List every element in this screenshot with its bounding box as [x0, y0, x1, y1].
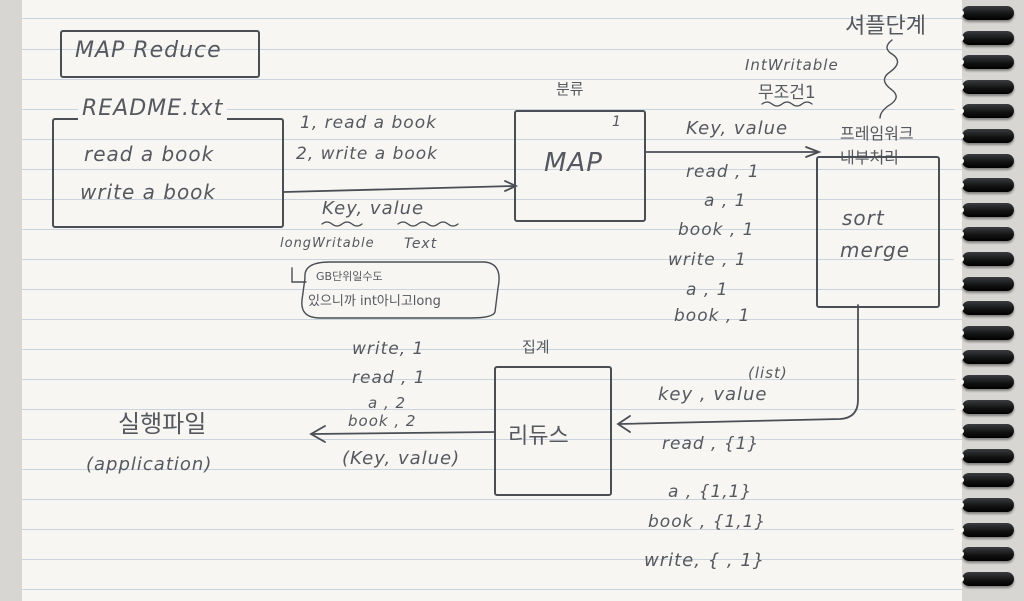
- map-pair-3: book , 1: [678, 220, 755, 240]
- spiral-coil: [954, 276, 1014, 291]
- spiral-coil: [954, 498, 1014, 512]
- input-record-1: 1, read a book: [300, 113, 437, 133]
- note-bubble: [301, 261, 500, 319]
- reducer-box: [494, 366, 612, 496]
- framework-step-1: sort: [842, 206, 885, 230]
- note-line-2: 있으니까 int아니고long: [308, 294, 441, 309]
- input-value-type: Text: [404, 236, 438, 252]
- spiral-coil: [954, 448, 1014, 463]
- spiral-coil: [954, 79, 1014, 94]
- reducer-above-label: 집계: [522, 338, 550, 356]
- map-out-note: 무조건1: [758, 83, 816, 103]
- map-pair-6: book , 1: [674, 306, 751, 326]
- reducer-output-3: a , 2: [368, 394, 407, 412]
- note-line-1: GB단위일수도: [316, 270, 383, 283]
- spiral-doodle: [879, 39, 899, 119]
- reduce-pair-4: write, { , 1}: [644, 550, 766, 571]
- map-box: [514, 110, 646, 222]
- shuffle-stage-label: 셔플단계: [845, 14, 926, 39]
- spiral-coil: [954, 350, 1014, 365]
- map-box-corner: 1: [612, 114, 622, 130]
- map-above-label: 분류: [556, 80, 584, 98]
- arrow-framework-to-reducer: [619, 304, 859, 425]
- framework-box: [816, 156, 940, 308]
- spiral-coil: [954, 153, 1014, 168]
- reducer-output-2: read , 1: [352, 368, 426, 388]
- framework-label-1: 프레임워크: [840, 124, 914, 143]
- reduce-pair-1: read , {1}: [662, 434, 760, 454]
- spiral-coil: [954, 547, 1014, 562]
- map-box-label: MAP: [544, 148, 603, 178]
- squiggle-value: [397, 221, 459, 227]
- map-pair-4: write , 1: [668, 250, 747, 270]
- input-file-box: [52, 118, 284, 228]
- input-file-line-2: write a book: [80, 180, 217, 204]
- input-file-line-1: read a book: [84, 142, 215, 166]
- spiral-coil: [954, 252, 1014, 266]
- reduce-list-note: (list): [748, 364, 788, 382]
- input-file-name: README.txt: [78, 96, 228, 121]
- map-pair-1: read , 1: [686, 162, 760, 182]
- input-record-2: 2, write a book: [296, 144, 439, 164]
- reduce-pair-2: a , {1,1}: [668, 482, 753, 502]
- spiral-coil: [954, 424, 1014, 439]
- spiral-coil: [954, 227, 1014, 242]
- reducer-box-label: 리듀스: [508, 424, 569, 449]
- spiral-coil: [954, 399, 1014, 414]
- spiral-coil: [954, 301, 1014, 316]
- spiral-coil: [954, 571, 1014, 586]
- spiral-coil: [954, 104, 1014, 119]
- spiral-coil: [954, 178, 1014, 193]
- reduce-input-label: key , value: [658, 384, 768, 405]
- spiral-coil: [954, 30, 1014, 45]
- reduce-pair-3: book , {1,1}: [648, 512, 767, 532]
- spiral-coil: [954, 522, 1014, 537]
- squiggle-intwritable: [761, 101, 813, 107]
- spiral-coil: [954, 6, 1014, 20]
- reducer-out-label: (Key, value): [342, 448, 461, 469]
- input-kv-label: Key, value: [322, 198, 425, 219]
- reducer-output-4: book , 2: [348, 412, 417, 430]
- executable-sub-label: (application): [86, 454, 213, 475]
- input-key-type: longWritable: [280, 236, 375, 251]
- reducer-output-1: write, 1: [352, 339, 425, 359]
- map-pair-5: a , 1: [686, 280, 729, 300]
- spiral-coil: [954, 55, 1014, 70]
- page-title: MAP Reduce: [75, 38, 222, 63]
- title-box: [60, 30, 260, 78]
- arrow-reducer-to-app: [311, 431, 496, 435]
- framework-step-2: merge: [840, 238, 911, 262]
- spiral-coil: [954, 129, 1014, 143]
- spiral-coil: [954, 325, 1014, 340]
- map-out-label: Key, value: [686, 118, 789, 139]
- map-pair-2: a , 1: [704, 191, 747, 211]
- map-out-type: IntWritable: [745, 56, 839, 74]
- spiral-coil: [954, 375, 1014, 389]
- spiral-coil: [954, 473, 1014, 488]
- note-pointer: [291, 267, 307, 283]
- arrow-file-to-map: [283, 185, 516, 193]
- squiggle-key: [321, 221, 363, 227]
- spiral-coil: [954, 202, 1014, 217]
- executable-label: 실행파일: [118, 410, 207, 438]
